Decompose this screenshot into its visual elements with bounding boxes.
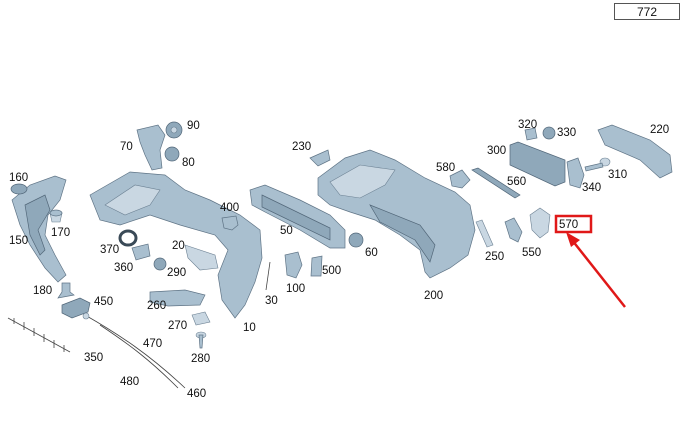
part-30-strip — [265, 261, 271, 291]
label-90: 90 — [187, 120, 200, 132]
part-310-bolt — [584, 157, 611, 172]
part-450-sensor — [61, 297, 91, 319]
part-260-strip — [149, 289, 206, 307]
label-100: 100 — [286, 283, 305, 295]
part-80-bushing — [164, 146, 180, 162]
label-480: 480 — [120, 376, 139, 388]
part-70-bracket — [136, 124, 166, 171]
part-300-panel — [509, 141, 566, 187]
part-550-trim — [504, 217, 523, 243]
part-230-clip — [309, 149, 331, 167]
highlight-box-570 — [554, 214, 593, 234]
part-250-strip — [475, 219, 494, 248]
part-330-grommet — [542, 126, 556, 140]
label-180: 180 — [33, 285, 52, 297]
label-10: 10 — [243, 322, 256, 334]
label-250: 250 — [485, 251, 504, 263]
label-340: 340 — [582, 182, 601, 194]
label-320: 320 — [518, 119, 537, 131]
part-20-brace — [184, 244, 219, 271]
label-200: 200 — [424, 290, 443, 302]
part-350-guides — [7, 317, 71, 353]
part-500-flap — [310, 255, 323, 277]
label-500: 500 — [322, 265, 341, 277]
page-number: 772 — [636, 4, 658, 19]
part-270-bracket — [191, 311, 211, 326]
label-50: 50 — [280, 225, 293, 237]
part-10-bumper-cover — [89, 171, 263, 319]
label-170: 170 — [51, 227, 70, 239]
part-280-pin — [195, 331, 207, 349]
part-570-trim — [529, 207, 551, 239]
part-60-grommet — [348, 232, 364, 248]
label-150: 150 — [9, 235, 28, 247]
part-200-rear-bumper — [317, 149, 476, 279]
label-160: 160 — [9, 172, 28, 184]
part-180-clip — [57, 282, 75, 299]
label-20: 20 — [172, 240, 185, 252]
part-560-trim — [471, 167, 521, 199]
label-470: 470 — [143, 338, 162, 350]
part-370-ring — [118, 229, 138, 247]
label-270: 270 — [168, 320, 187, 332]
part-470-harness — [82, 312, 186, 389]
label-260: 260 — [147, 300, 166, 312]
label-570: 570 — [559, 219, 578, 231]
part-50-absorber — [249, 184, 346, 249]
part-400-clip — [221, 215, 239, 231]
part-220-bracket — [597, 124, 673, 179]
label-550: 550 — [522, 247, 541, 259]
part-100-cover — [284, 251, 303, 279]
pointer-arrow — [566, 232, 626, 308]
label-580: 580 — [436, 162, 455, 174]
label-370: 370 — [100, 244, 119, 256]
part-340-bracket — [566, 157, 585, 189]
label-60: 60 — [365, 247, 378, 259]
label-400: 400 — [220, 202, 239, 214]
label-330: 330 — [557, 127, 576, 139]
part-320-nut — [524, 127, 538, 141]
part-90-bushing — [165, 121, 183, 139]
label-560: 560 — [507, 176, 526, 188]
label-450: 450 — [94, 296, 113, 308]
part-160-cap — [10, 183, 28, 195]
label-30: 30 — [265, 295, 278, 307]
part-290-grommet — [153, 257, 167, 271]
label-70: 70 — [120, 141, 133, 153]
label-360: 360 — [114, 262, 133, 274]
label-300: 300 — [487, 145, 506, 157]
label-460: 460 — [187, 388, 206, 400]
part-150-bracket — [11, 175, 67, 283]
part-580-bracket — [449, 169, 471, 189]
label-290: 290 — [167, 267, 186, 279]
label-80: 80 — [182, 157, 195, 169]
label-280: 280 — [191, 353, 210, 365]
part-360-block — [131, 243, 151, 261]
part-170-clip — [49, 209, 63, 223]
page-number-box: 772 — [614, 3, 680, 20]
label-350: 350 — [84, 352, 103, 364]
label-310: 310 — [608, 169, 627, 181]
label-230: 230 — [292, 141, 311, 153]
label-220: 220 — [650, 124, 669, 136]
